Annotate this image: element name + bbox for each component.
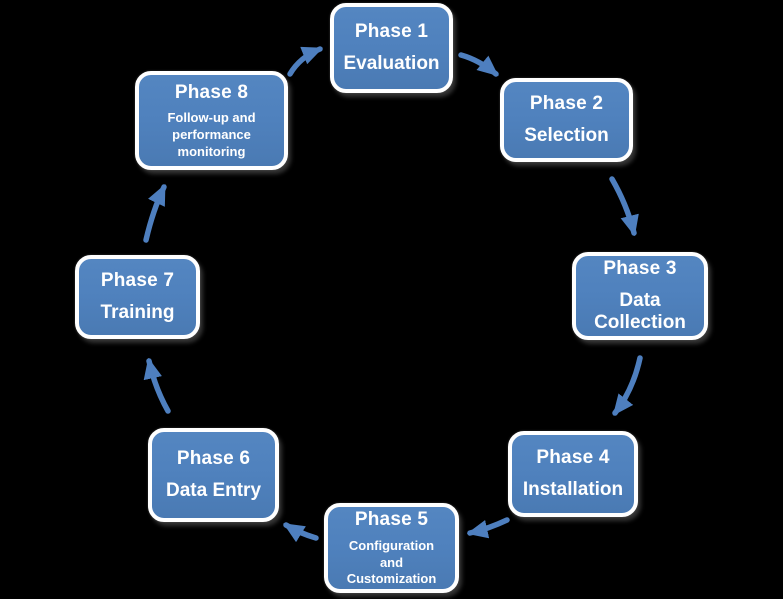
phase-title: Phase 6 (176, 448, 251, 470)
phase-title: Phase 3 (603, 257, 677, 279)
phase-title: Phase 7 (100, 270, 175, 292)
phase-7-node: Phase 7 Training (75, 255, 200, 339)
arrow-phase1-to-phase2-icon (458, 52, 499, 77)
phase-title: Phase 1 (354, 21, 429, 43)
phase-subtitle: Installation (522, 478, 624, 500)
phase-2-node: Phase 2 Selection (500, 78, 633, 162)
phase-subtitle: Evaluation (343, 52, 440, 74)
phase-title: Phase 4 (536, 447, 610, 469)
arrow-phase5-to-phase6-icon (283, 522, 319, 543)
arrow-phase2-to-phase3-icon (609, 176, 639, 237)
phase-6-node: Phase 6 Data Entry (148, 428, 279, 522)
phase-8-node: Phase 8 Follow-up and performance monito… (135, 71, 288, 170)
arrow-phase7-to-phase8-icon (143, 184, 167, 243)
phase-subtitle: Follow-up and performance monitoring (167, 110, 256, 159)
phase-subtitle: Selection (524, 124, 609, 146)
phase-subtitle: Data Collection (594, 289, 686, 334)
phase-title: Phase 8 (174, 81, 249, 103)
arrow-phase6-to-phase7-icon (143, 357, 171, 414)
phase-subtitle: Configuration and Customization (346, 537, 437, 587)
phase-title: Phase 5 (354, 509, 429, 531)
phase-3-node: Phase 3 Data Collection (572, 252, 708, 340)
phase-1-node: Phase 1 Evaluation (330, 3, 453, 93)
phase-title: Phase 2 (529, 93, 604, 115)
phase-subtitle: Data Entry (165, 479, 262, 501)
arrow-phase3-to-phase4-icon (612, 355, 643, 416)
phase-subtitle: Training (100, 301, 175, 323)
phase-4-node: Phase 4 Installation (508, 431, 638, 517)
arrow-phase4-to-phase5-icon (466, 517, 510, 539)
phase-5-node: Phase 5 Configuration and Customization (324, 503, 459, 593)
arrow-phase8-to-phase1-icon (287, 46, 324, 77)
